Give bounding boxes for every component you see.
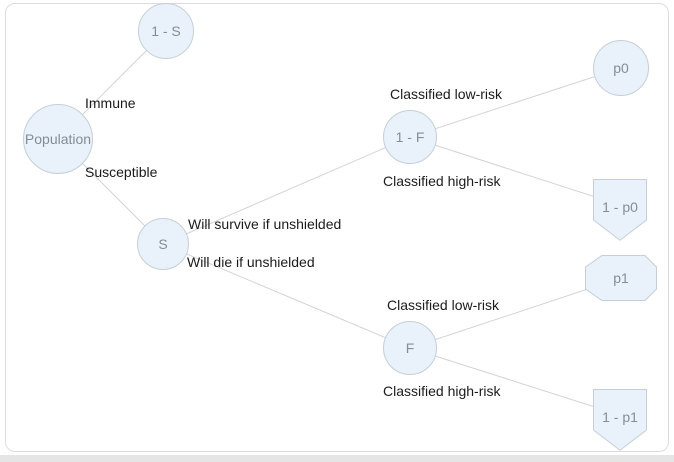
- banner-down-shape: [593, 389, 647, 451]
- edge-label-high-risk-bottom: Classified high-risk: [383, 383, 501, 399]
- banner-down-shape: [593, 179, 647, 241]
- edge-label-high-risk-top: Classified high-risk: [383, 173, 501, 189]
- edge-label-low-risk-bottom: Classified low-risk: [387, 297, 500, 313]
- node-1-minus-s-label: 1 - S: [151, 23, 181, 39]
- node-population-label: Population: [24, 131, 92, 147]
- edge-label-low-risk-top: Classified low-risk: [390, 86, 503, 102]
- edge-f-highrisk: [409, 347, 621, 416]
- edge-label-will-die: Will die if unshielded: [187, 254, 315, 270]
- node-p1-label: p1: [613, 270, 629, 286]
- node-p0-label: p0: [613, 60, 629, 76]
- node-1-minus-p1: 1 - p1: [593, 389, 647, 451]
- node-f: F: [383, 321, 437, 375]
- node-p1: p1: [585, 255, 657, 301]
- node-f-label: F: [405, 340, 415, 356]
- node-population: Population: [23, 104, 93, 174]
- edge-s-survive: [162, 136, 411, 245]
- diagram-canvas: [5, 3, 669, 452]
- edge-label-susceptible: Susceptible: [85, 164, 158, 180]
- node-1-minus-p0: 1 - p0: [593, 179, 647, 241]
- edge-s-die: [162, 243, 411, 349]
- node-1-minus-p1-label: 1 - p1: [602, 409, 638, 425]
- edge-label-immune: Immune: [85, 95, 136, 111]
- edge-label-will-survive: Will survive if unshielded: [188, 216, 342, 232]
- node-1-minus-f-label: 1 - F: [395, 129, 425, 145]
- node-s-label: S: [158, 236, 168, 252]
- node-s: S: [137, 218, 189, 270]
- octagon-shape: [585, 255, 657, 301]
- edge-1f-lowrisk: [409, 67, 622, 138]
- edge-1f-highrisk: [409, 136, 621, 206]
- node-1-minus-f: 1 - F: [383, 110, 437, 164]
- node-1-minus-p0-label: 1 - p0: [602, 199, 638, 215]
- node-1-minus-s: 1 - S: [138, 3, 194, 59]
- bottom-shadow-strip: [0, 455, 674, 462]
- node-p0: p0: [593, 40, 649, 96]
